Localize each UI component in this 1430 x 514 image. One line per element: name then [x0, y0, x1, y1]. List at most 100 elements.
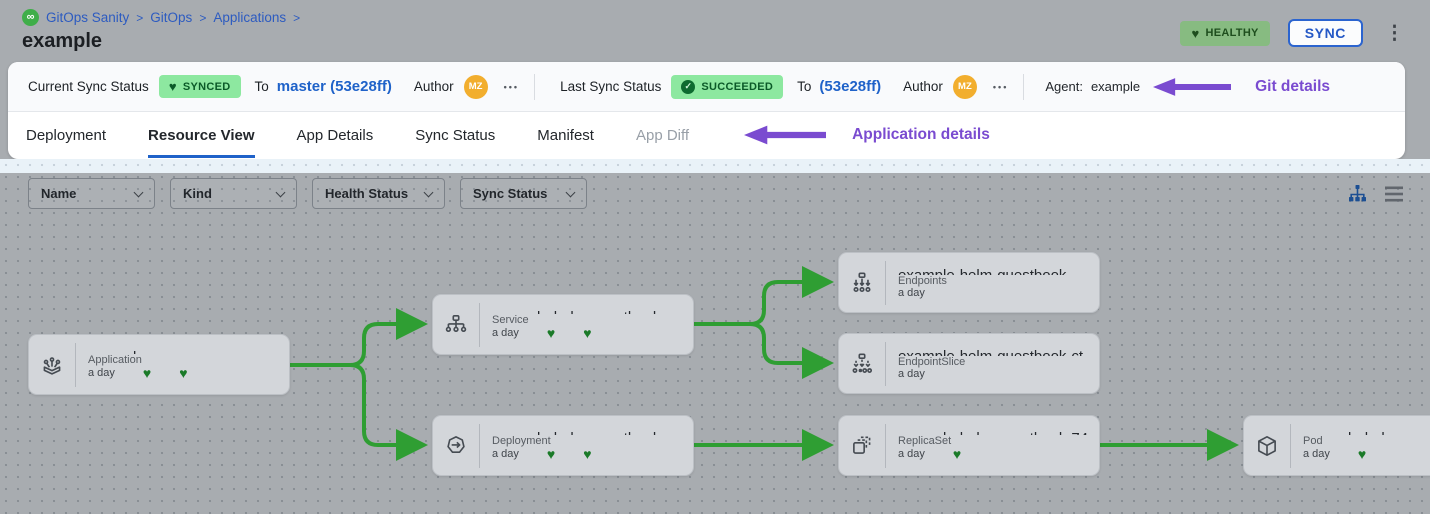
resource-node-endpoints[interactable]: example-helm-guestbook Endpoints a day [838, 252, 1100, 313]
node-body: example-helm-guestbook Service a day♥♥ [479, 302, 693, 347]
resource-kind: EndpointSlice [898, 355, 966, 368]
endpointslice-icon [839, 351, 885, 377]
resource-age: a day [898, 286, 925, 299]
resource-node-deployment[interactable]: example-helm-guestbook Deployment a day♥… [432, 415, 694, 476]
edge-app-to-service [290, 308, 428, 367]
service-icon [433, 312, 479, 338]
breadcrumb-separator: > [136, 10, 144, 25]
breadcrumb-separator: > [293, 10, 301, 25]
last-revision-link[interactable]: (53e28ff) [819, 78, 882, 95]
resource-kind: ReplicaSet [898, 434, 952, 447]
to-label: To [254, 79, 269, 94]
resource-age: a day [898, 367, 925, 380]
page-title: example [22, 30, 103, 52]
resource-kind: Application [88, 353, 142, 366]
endpoints-icon [839, 270, 885, 296]
kebab-menu-icon[interactable]: ⋮ [1385, 22, 1404, 44]
replicaset-icon [839, 433, 885, 459]
resource-age: a day [88, 367, 115, 379]
health-heart-icon: ♥ [1357, 445, 1367, 462]
heart-icon: ♥ [168, 79, 177, 94]
resource-node-application[interactable]: example Application a day ♥ ♥ [28, 334, 290, 395]
dropdown-label: Kind [183, 186, 212, 201]
app-tabs: Deployment Resource View App Details Syn… [8, 112, 1405, 158]
resource-name: example-helm-guestbook [492, 309, 683, 314]
resource-name: example-helm-guestbook [492, 430, 683, 435]
tab-resource-view[interactable]: Resource View [148, 112, 255, 158]
resource-kind: Deployment [492, 434, 551, 447]
agent-label: Agent: [1045, 79, 1083, 94]
author-label: Author [413, 79, 454, 94]
tab-app-details[interactable]: App Details [296, 126, 374, 144]
to-label: To [797, 79, 812, 94]
node-body: example-helm-guestbook-ct... EndpointSli… [885, 341, 1099, 386]
dropdown-label: Health Status [325, 186, 409, 201]
resource-node-pod[interactable]: example-helm-guest Pod a day ♥ [1243, 415, 1430, 476]
breadcrumb-gitops-sanity[interactable]: GitOps Sanity [46, 10, 130, 25]
agent-value: example [1090, 79, 1141, 94]
health-status-filter-dropdown[interactable]: Health Status [312, 178, 445, 209]
succeeded-badge: ✓ SUCCEEDED [671, 74, 784, 99]
node-body: example-helm-guest Pod a day ♥ [1290, 423, 1430, 468]
resource-age: a day [492, 327, 519, 339]
node-body: example-helm-guestbook Deployment a day♥… [479, 423, 693, 468]
synced-badge-label: SYNCED [182, 80, 231, 93]
breadcrumb: ∞ GitOps Sanity > GitOps > Applications … [22, 9, 300, 26]
sync-status-bar: Current Sync Status ♥ SYNCED To master (… [8, 62, 1405, 112]
list-view-icon[interactable] [1384, 185, 1404, 203]
canvas-top-strip [0, 159, 1430, 173]
resource-node-service[interactable]: example-helm-guestbook Service a day♥♥ [432, 294, 694, 355]
resource-age: a day [1303, 448, 1330, 460]
node-body: example Application a day ♥ ♥ [75, 342, 289, 387]
sync-status-filter-dropdown[interactable]: Sync Status [460, 178, 587, 209]
edge-app-to-deployment [290, 363, 428, 461]
edge-service-to-endpointslice [694, 322, 834, 379]
kind-filter-dropdown[interactable]: Kind [170, 178, 297, 209]
dropdown-label: Name [41, 186, 77, 201]
health-heart-icon: ♥ [179, 364, 188, 381]
divider [1023, 73, 1025, 100]
application-details-annotation: Application details [852, 126, 990, 143]
author-avatar[interactable]: MZ [952, 74, 977, 99]
tab-deployment[interactable]: Deployment [26, 126, 107, 144]
last-sync-status-label: Last Sync Status [560, 79, 662, 94]
synced-badge: ♥ SYNCED [158, 75, 241, 98]
current-sync-status-label: Current Sync Status [28, 79, 149, 94]
sync-button[interactable]: SYNC [1287, 19, 1363, 47]
tab-app-diff[interactable]: App Diff [635, 126, 690, 144]
git-details-annotation: Git details [1255, 77, 1331, 95]
resource-name: example-helm-guestbook-74... [898, 430, 1089, 435]
more-options-icon[interactable]: ••• [503, 81, 520, 92]
health-heart-icon: ♥ [142, 364, 152, 381]
breadcrumb-gitops[interactable]: GitOps [150, 10, 193, 25]
heart-icon: ♥ [1191, 25, 1200, 41]
health-heart-icon: ♥ [583, 445, 592, 462]
git-details-arrow-icon [1153, 77, 1232, 96]
tree-view-icon[interactable] [1347, 183, 1368, 204]
name-filter-dropdown[interactable]: Name [28, 178, 155, 209]
resource-name: example-helm-guest [1303, 430, 1430, 435]
resource-node-endpointslice[interactable]: example-helm-guestbook-ct... EndpointSli… [838, 333, 1100, 394]
tab-manifest[interactable]: Manifest [537, 126, 594, 144]
health-status-badge: ♥ HEALTHY [1180, 20, 1270, 46]
breadcrumb-applications[interactable]: Applications [213, 10, 287, 25]
resource-name: example [88, 349, 279, 354]
deployment-icon [433, 433, 479, 459]
resource-tree-edges [290, 266, 1239, 461]
author-label: Author [903, 79, 943, 94]
current-revision-link[interactable]: master (53e28ff) [276, 78, 392, 95]
divider [534, 73, 536, 100]
more-options-icon[interactable]: ••• [992, 81, 1009, 92]
filter-bar: Name Kind Health Status Sync Status [28, 178, 1404, 209]
dropdown-label: Sync Status [473, 186, 548, 201]
author-avatar[interactable]: MZ [463, 74, 488, 99]
health-badge-label: HEALTHY [1205, 27, 1259, 39]
succeeded-badge-label: SUCCEEDED [701, 80, 774, 93]
health-heart-icon: ♥ [583, 324, 592, 341]
resource-node-replicaset[interactable]: example-helm-guestbook-74... ReplicaSet … [838, 415, 1100, 476]
tab-sync-status[interactable]: Sync Status [415, 126, 496, 144]
pod-icon [1244, 433, 1290, 459]
resource-tree-canvas[interactable]: Name Kind Health Status Sync Status [0, 159, 1430, 514]
resource-kind: Pod [1303, 434, 1323, 447]
application-icon [29, 352, 75, 378]
